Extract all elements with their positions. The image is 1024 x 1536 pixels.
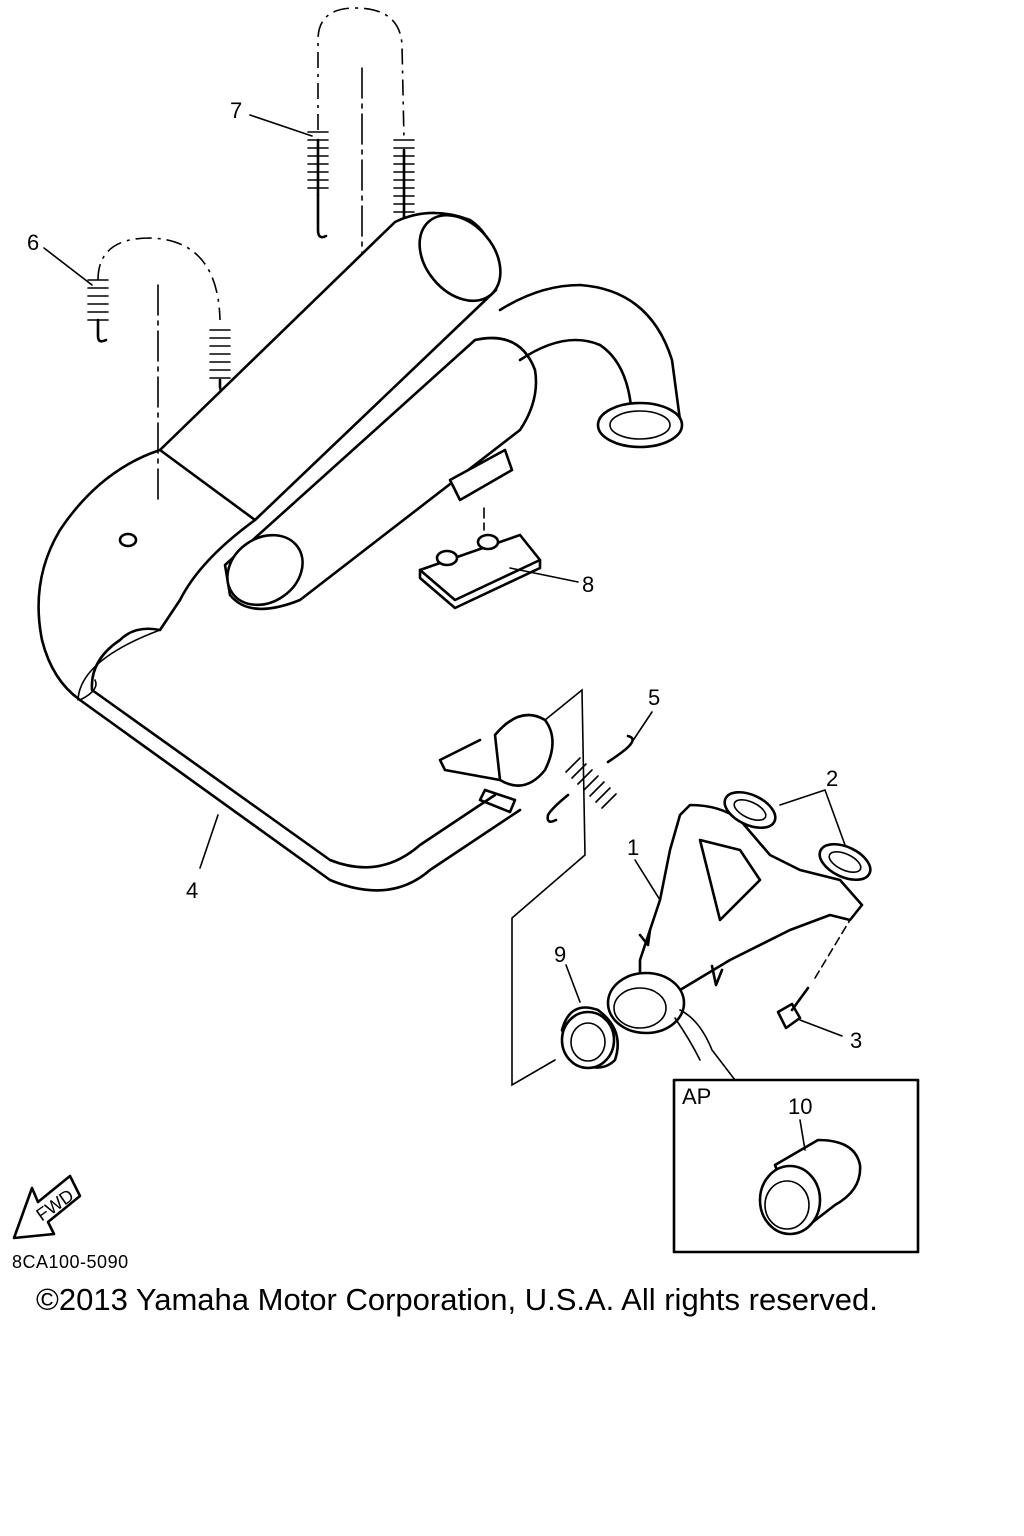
muffler-assembly-4 — [37, 211, 684, 892]
gaskets-2 — [723, 789, 872, 882]
exhaust-pipe-1 — [606, 803, 864, 1035]
diagram-code: 8CA100-5090 — [12, 1252, 129, 1272]
callout-7: 7 — [230, 98, 242, 123]
damper-8 — [418, 533, 579, 610]
inset-label-ap: AP — [682, 1084, 711, 1109]
fwd-arrow: FWD — [12, 1174, 82, 1240]
callout-5: 5 — [648, 685, 660, 710]
copyright-notice: ©2013 Yamaha Motor Corporation, U.S.A. A… — [36, 1282, 878, 1317]
inset-ap — [672, 1009, 920, 1254]
callout-3: 3 — [850, 1028, 862, 1053]
callout-1: 1 — [627, 835, 639, 860]
callout-9: 9 — [554, 942, 566, 967]
callout-10: 10 — [788, 1094, 812, 1119]
bolt-3 — [776, 919, 851, 1037]
leader-lines — [43, 114, 661, 901]
callout-8: 8 — [582, 572, 594, 597]
callout-2: 2 — [826, 766, 838, 791]
sleeve-9 — [560, 964, 619, 1070]
sleeve-10 — [758, 1119, 862, 1236]
callout-6: 6 — [27, 230, 39, 255]
callout-4: 4 — [186, 878, 198, 903]
spring-6 — [87, 237, 231, 501]
spring-5 — [546, 711, 653, 823]
grouping-bracket — [511, 688, 586, 1087]
